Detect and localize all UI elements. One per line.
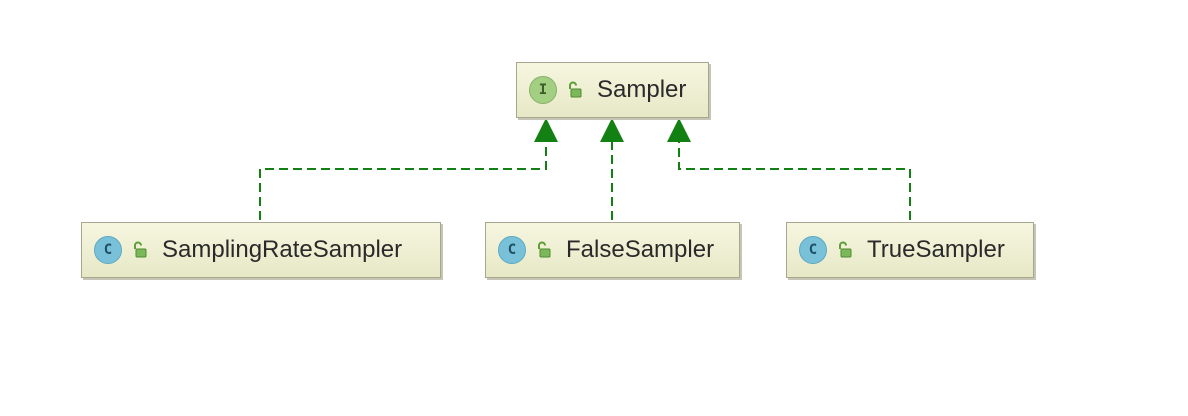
node-label: SamplingRateSampler bbox=[162, 236, 403, 263]
node-samplingratesampler[interactable]: C SamplingRateSampler bbox=[81, 222, 441, 278]
unlock-icon bbox=[134, 241, 147, 258]
class-icon: C bbox=[799, 236, 827, 264]
arrowhead-falsesampler bbox=[600, 118, 624, 142]
edge-truesampler-to-sampler bbox=[678, 140, 911, 220]
node-falsesampler[interactable]: C FalseSampler bbox=[485, 222, 740, 278]
arrowhead-truesampler bbox=[667, 118, 691, 142]
unlock-icon bbox=[569, 81, 582, 98]
node-sampler[interactable]: I Sampler bbox=[516, 62, 709, 118]
unlock-icon bbox=[839, 241, 852, 258]
node-label: Sampler bbox=[597, 76, 687, 103]
edge-samplingratesampler-to-sampler bbox=[259, 140, 547, 220]
arrowhead-samplingratesampler bbox=[534, 118, 558, 142]
interface-icon: I bbox=[529, 76, 557, 104]
unlock-icon bbox=[538, 241, 551, 258]
class-icon: C bbox=[94, 236, 122, 264]
class-icon: C bbox=[498, 236, 526, 264]
node-label: FalseSampler bbox=[566, 236, 715, 263]
node-truesampler[interactable]: C TrueSampler bbox=[786, 222, 1034, 278]
node-label: TrueSampler bbox=[867, 236, 1005, 263]
